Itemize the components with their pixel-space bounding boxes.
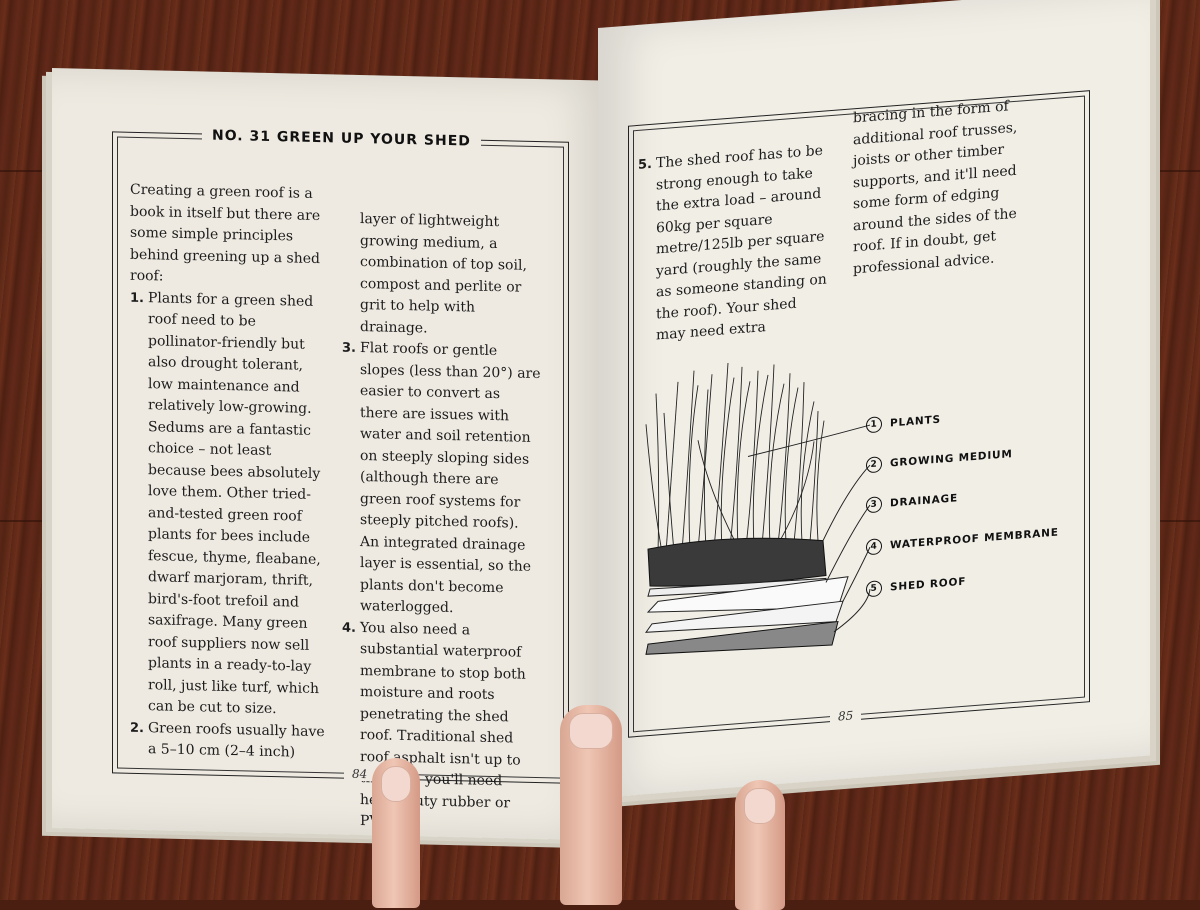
- right-column-1: 5. The shed roof has to be strong enough…: [638, 140, 828, 348]
- list-number-1: 1.: [130, 290, 144, 306]
- label-number-4: 4: [866, 538, 882, 556]
- list-text-5-start: The shed roof has to be strong enough to…: [656, 142, 827, 344]
- list-number-4: 4.: [342, 620, 356, 636]
- label-text-3: DRAINAGE: [890, 492, 958, 510]
- list-text-5-cont: bracing in the form of additional roof t…: [853, 98, 1018, 277]
- label-number-5: 5: [866, 580, 882, 598]
- list-item-2-continued: layer of lightweight growing medium, a c…: [342, 209, 542, 343]
- right-page: 5. The shed roof has to be strong enough…: [598, 0, 1150, 798]
- label-number-3: 3: [866, 496, 882, 514]
- growing-medium-layer: [647, 537, 827, 587]
- list-text-3: Flat roofs or gentle slopes (less than 2…: [360, 339, 541, 617]
- shed-roof-layer: [645, 620, 839, 655]
- page-number-right: 85: [830, 707, 862, 725]
- finger-left: [372, 758, 420, 908]
- left-page: NO. 31 GREEN UP YOUR SHED Creating a gre…: [52, 68, 612, 841]
- list-item-3: 3. Flat roofs or gentle slopes (less tha…: [342, 338, 542, 622]
- list-text-1: Plants for a green shed roof need to be …: [148, 289, 321, 718]
- list-number-3: 3.: [342, 340, 356, 356]
- list-number-2: 2.: [130, 720, 144, 736]
- label-number-2: 2: [866, 456, 882, 474]
- list-item-1: 1. Plants for a green shed roof need to …: [130, 287, 330, 722]
- list-text-2-cont: layer of lightweight growing medium, a c…: [360, 210, 527, 337]
- green-roof-diagram: 1 PLANTS 2 GROWING MEDIUM 3 DRAINAGE 4 W…: [638, 322, 1068, 685]
- list-number-5: 5.: [638, 156, 652, 173]
- label-text-1: PLANTS: [890, 413, 941, 430]
- finger-right: [735, 780, 785, 910]
- list-text-2-start: Green roofs usually have a 5–10 cm (2–4 …: [148, 719, 325, 761]
- intro-paragraph: Creating a green roof is a book in itsel…: [130, 181, 321, 285]
- leader-lines: [747, 424, 871, 633]
- finger-middle: [560, 705, 622, 905]
- list-item-5: 5. The shed roof has to be strong enough…: [638, 140, 828, 348]
- right-column-2: bracing in the form of additional roof t…: [853, 94, 1043, 281]
- page-number-left: 84: [344, 766, 376, 782]
- open-book: NO. 31 GREEN UP YOUR SHED Creating a gre…: [30, 0, 1155, 841]
- label-number-1: 1: [866, 416, 882, 434]
- list-item-2: 2. Green roofs usually have a 5–10 cm (2…: [130, 717, 330, 765]
- grass-icon: [645, 362, 825, 554]
- left-column-1: Creating a green roof is a book in itsel…: [130, 180, 330, 765]
- green-roof-illustration: [645, 362, 871, 655]
- left-column-2: layer of lightweight growing medium, a c…: [342, 209, 542, 837]
